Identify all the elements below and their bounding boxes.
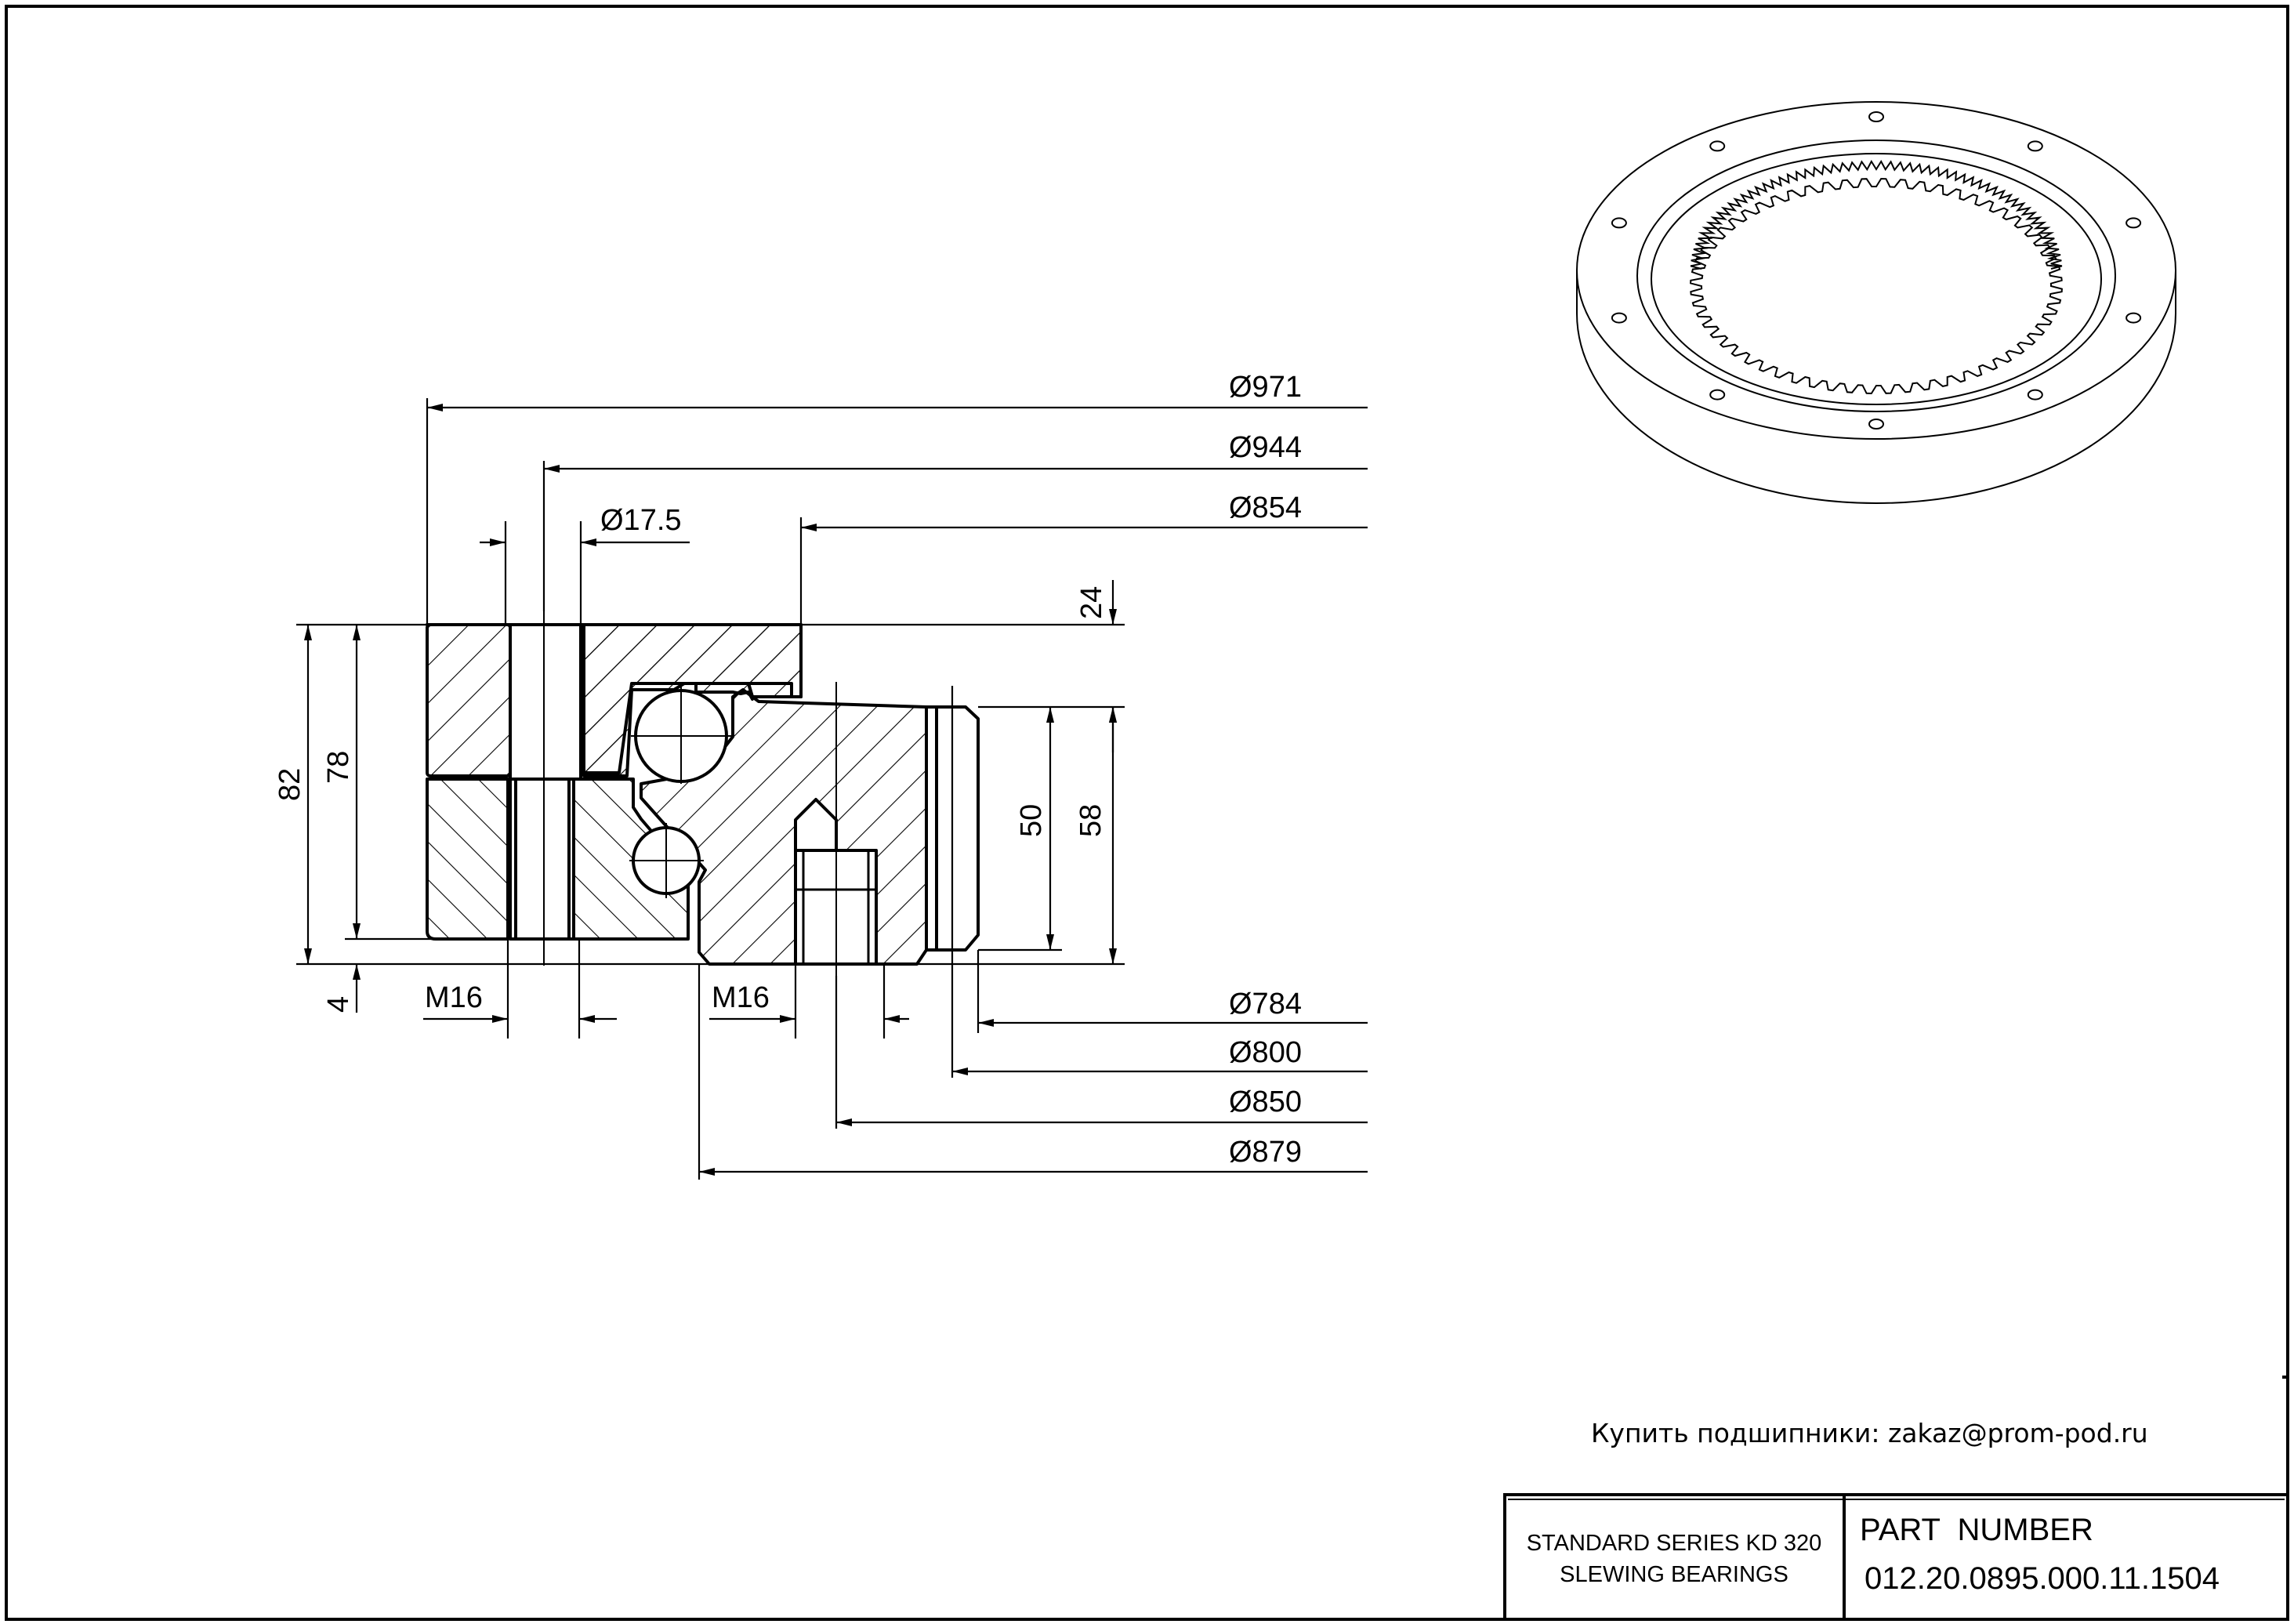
gear-tooth-profile [1690, 177, 2063, 395]
bolt-hole [1611, 217, 1627, 229]
dim-h78: 78 [322, 751, 355, 784]
dim-m16-left: M16 [425, 981, 483, 1014]
title-block: STANDARD SERIES KD 320 SLEWING BEARINGS … [1503, 1493, 2289, 1621]
centre-lines [543, 607, 837, 976]
outer-ring-upper-outline [426, 623, 803, 778]
isometric-bearing-view [1576, 101, 2176, 504]
dim-h24: 24 [1075, 586, 1108, 619]
bolt-hole [1709, 140, 1726, 152]
series-line-2: SLEWING BEARINGS [1560, 1562, 1788, 1587]
dim-m16-right: M16 [712, 981, 770, 1014]
dim-h50: 50 [1015, 804, 1048, 837]
dimension-labels: Ø971 Ø944 Ø17.5 Ø854 24 82 78 50 58 4 M1… [274, 371, 1302, 1169]
dim-h58: 58 [1075, 804, 1107, 837]
ring-step-inner [1651, 153, 2102, 405]
ring-outer-top [1576, 101, 2176, 440]
ring-outer-side [1576, 270, 2176, 504]
sheet-border [5, 5, 2289, 1621]
dim-d784: Ø784 [1229, 988, 1302, 1020]
bolt-hole [2125, 217, 2142, 229]
gear-teeth [1690, 160, 2063, 395]
bolt-hole [1709, 389, 1726, 401]
bolt-hole [1868, 111, 1884, 122]
bolt-hole [2027, 140, 2043, 152]
dim-d854: Ø854 [1229, 491, 1302, 524]
series-line-1: STANDARD SERIES KD 320 [1527, 1531, 1822, 1556]
outer-ring-upper-left [426, 623, 512, 778]
bearing-cross-section [426, 623, 980, 966]
dim-d879: Ø879 [1229, 1136, 1302, 1169]
bore-left-upper [509, 623, 582, 781]
dim-d944: Ø944 [1229, 431, 1302, 464]
bolt-hole [2027, 389, 2043, 401]
title-block-frame [1503, 1493, 2289, 1621]
part-number-value: 012.20.0895.000.11.1504 [1865, 1561, 2220, 1596]
dim-d971: Ø971 [1229, 371, 1302, 404]
dimension-lines [296, 398, 1368, 1180]
ring-step-outer [1636, 140, 2116, 412]
dim-d800: Ø800 [1229, 1036, 1302, 1069]
bolt-holes [1611, 111, 2142, 430]
part-number-label: PART NUMBER [1860, 1513, 2093, 1547]
gear-tooth-back-wall [1690, 160, 2063, 270]
bolt-hole [1868, 419, 1884, 430]
bore-left-lower [509, 778, 575, 941]
dim-h82: 82 [274, 768, 306, 801]
dim-d850: Ø850 [1229, 1086, 1302, 1118]
dim-h4: 4 [322, 996, 355, 1013]
contact-info: Купить подшипники: zakaz@prom-pod.ru [1591, 1418, 2148, 1448]
dim-d17-5: Ø17.5 [600, 504, 682, 537]
bolt-hole [2125, 312, 2142, 324]
outer-ring-lower [426, 778, 509, 941]
bolt-hole [1611, 312, 1627, 324]
